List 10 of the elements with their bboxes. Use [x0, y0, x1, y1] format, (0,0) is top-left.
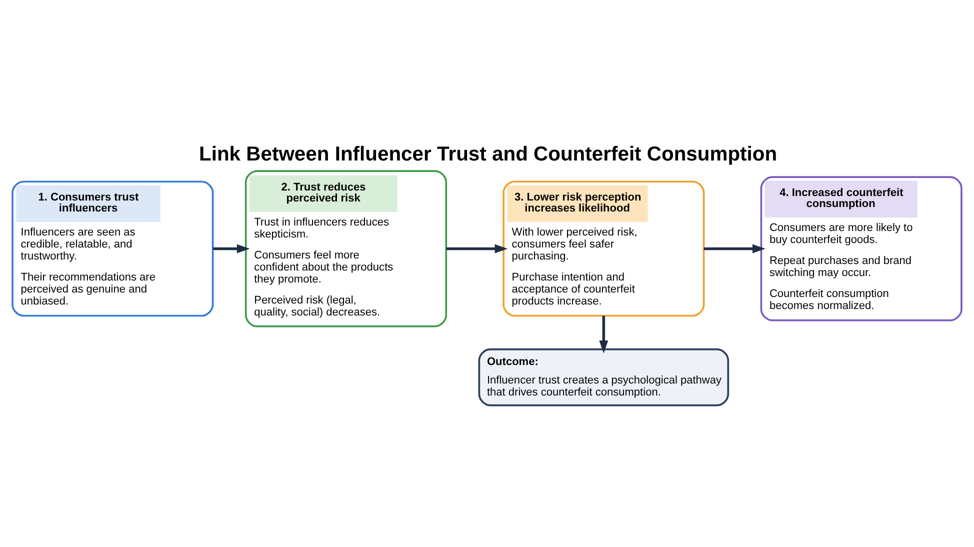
node-box: 1. Consumers trust influencers Influencers are seen as credible, relatable, and trustworthy. Their recommendations are perceived as genuine and unbiased.	[12, 180, 214, 317]
node-box: 3. Lower risk perception increases likelihood With lower perceived risk, consumers feel safer purchasing. Purchase intention and acceptance of counterfeit products increase.	[502, 180, 705, 317]
diagram-title: Link Between Influencer Trust and Counterfeit Consumption	[199, 144, 778, 166]
arrow	[213, 244, 250, 254]
node-box: 2. Trust reduces perceived risk Trust in influencers reduces skepticism. Consumers feel more confident about the products they promote. Perceived risk (legal, quality, social) decreases.	[244, 170, 448, 328]
arrow	[599, 316, 608, 354]
node-box: 4. Increased counterfeit consumption Consumers are more likely to buy counterfeit goods. Repeat purchases and brand switching may occur. Counterfeit consumption becomes normalized.	[760, 176, 962, 322]
node-box: Outcome: Influencer trust creates a psychological pathway that drives counterfeit consumption.	[478, 348, 730, 406]
arrow	[704, 244, 766, 254]
arrow	[446, 244, 508, 254]
